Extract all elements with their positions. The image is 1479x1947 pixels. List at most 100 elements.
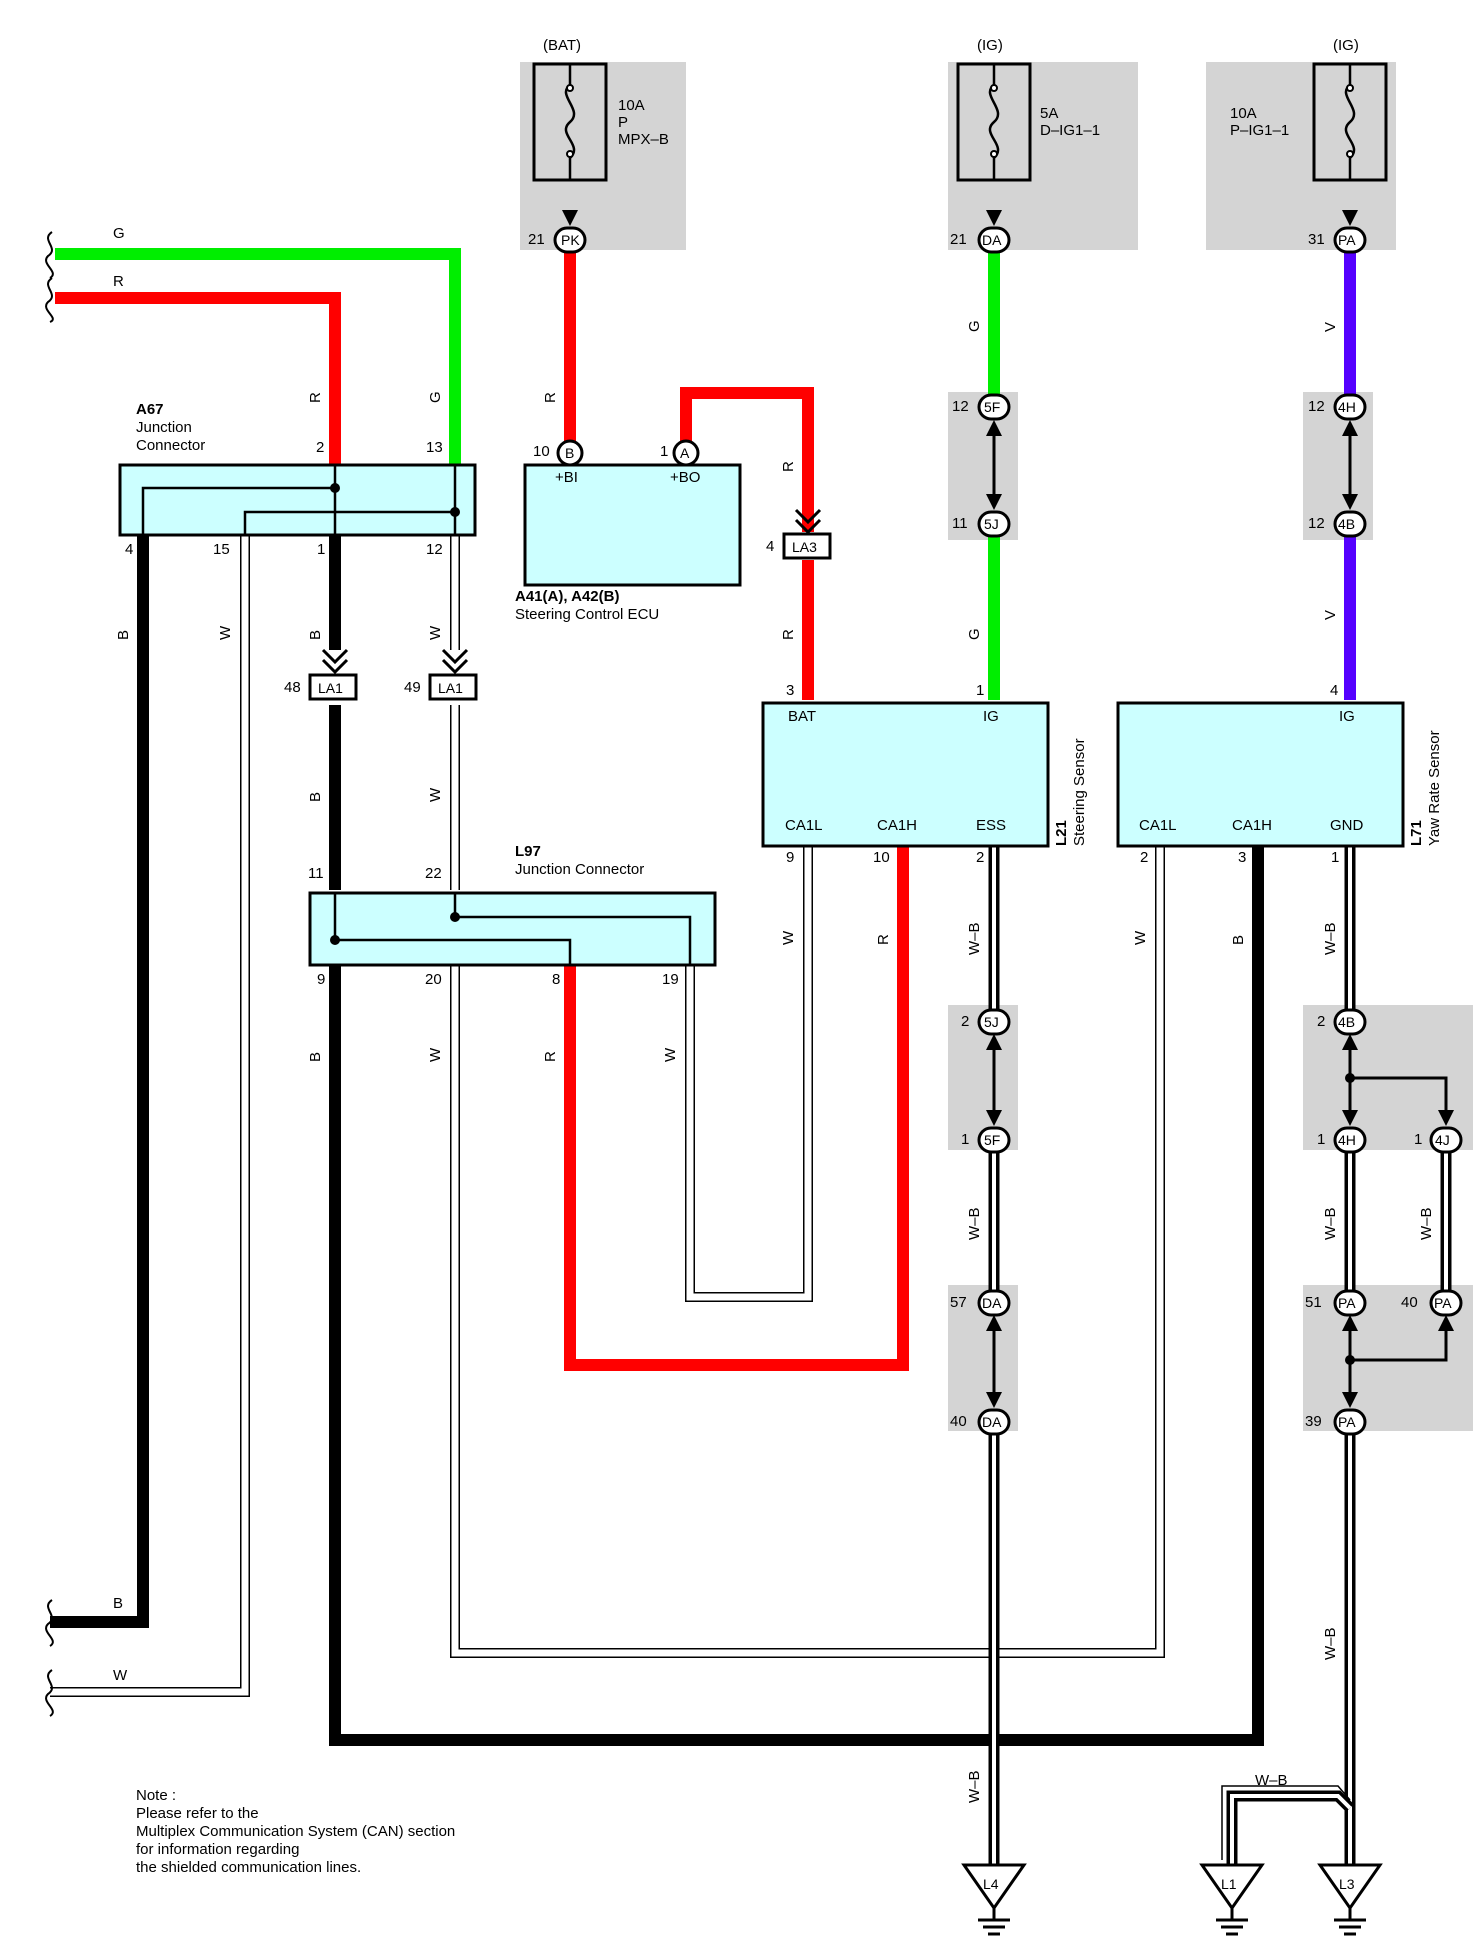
c4b-top-pin: 12: [1308, 515, 1325, 532]
fuse-mpx-amp: 10A: [618, 97, 645, 114]
l71-yaw-rate-sensor: [1116, 701, 1405, 848]
c4h-top-pin: 12: [1308, 398, 1325, 415]
note-line-1: Note :: [136, 1787, 176, 1804]
c4j-conn: 4J: [1435, 1132, 1450, 1148]
c5f-bot-pin: 1: [961, 1131, 969, 1148]
wire-g-left: [55, 248, 461, 465]
l71-term-ca1h: CA1H: [1232, 817, 1272, 834]
wl-wb-6: W–B: [1322, 1627, 1339, 1660]
l71-pin-ca1h: 3: [1238, 849, 1246, 866]
a67-junction-connector: [118, 463, 477, 537]
l21-term-ig: IG: [983, 708, 999, 725]
note-line-3: Multiplex Communication System (CAN) sec…: [136, 1823, 455, 1840]
l71-term-ca1l: CA1L: [1139, 817, 1177, 834]
da-pin: 21: [950, 231, 967, 248]
l21-steering-sensor: [761, 701, 1050, 848]
c5f-top-pin: 12: [952, 398, 969, 415]
l97-pin-11: 11: [308, 865, 324, 882]
l21-pin-ess: 2: [976, 849, 984, 866]
wl-v-2: V: [1322, 610, 1339, 620]
a67-pin-13: 13: [426, 439, 443, 456]
wl-b-5: B: [1230, 935, 1247, 945]
a41-conn-b: B: [565, 445, 574, 461]
wl-g-2: G: [966, 320, 983, 332]
fuse-d-ig1-1: [956, 62, 1032, 182]
l97-pin-20: 20: [425, 971, 442, 988]
wl-w-4: W: [427, 1047, 444, 1062]
wire-wb-set: [988, 845, 1452, 1865]
la3-pin: 4: [766, 538, 774, 555]
wl-w-7: W: [1132, 930, 1149, 945]
l71-code: L71: [1408, 820, 1425, 846]
wl-w-5: W: [662, 1047, 679, 1062]
a41-conn-a: A: [680, 445, 690, 461]
a67-pin-4: 4: [125, 541, 133, 558]
source-bat-label: (BAT): [543, 37, 581, 54]
l97-pin-19: 19: [662, 971, 679, 988]
l97-name: Junction Connector: [515, 861, 644, 878]
fuse-p-ig1-1: [1312, 62, 1388, 182]
c4b-bot-pin: 2: [1317, 1013, 1325, 1030]
l71-pin-ig: 4: [1330, 682, 1338, 699]
wl-b-2: B: [307, 630, 324, 640]
c4b-bot-conn: 4B: [1338, 1014, 1355, 1030]
c57-conn: DA: [982, 1295, 1002, 1311]
c5j-bot-pin: 2: [961, 1013, 969, 1030]
wl-g-1: G: [427, 391, 444, 403]
c57-pin: 57: [950, 1294, 967, 1311]
wire-break-marks: [45, 231, 54, 1717]
ground-l3: L3: [1339, 1876, 1355, 1892]
connector-pills: [553, 226, 1463, 1436]
wl-wb-8: W–B: [1255, 1772, 1288, 1789]
wl-g-3: G: [966, 628, 983, 640]
c4b-top-conn: 4B: [1338, 516, 1355, 532]
wl-r-2: R: [542, 392, 559, 403]
l97-pin-8: 8: [552, 971, 560, 988]
a67-pin-15: 15: [213, 541, 230, 558]
l21-term-ca1h: CA1H: [877, 817, 917, 834]
fuse-dig-name: D–IG1–1: [1040, 122, 1100, 139]
wl-r-6: R: [875, 934, 892, 945]
fuse-pig-name: P–IG1–1: [1230, 122, 1289, 139]
l21-name: Steering Sensor: [1071, 738, 1088, 846]
c5f-bot-conn: 5F: [984, 1132, 1000, 1148]
c51-pin: 51: [1305, 1294, 1322, 1311]
l21-term-ess: ESS: [976, 817, 1006, 834]
fuse-pig-amp: 10A: [1230, 105, 1257, 122]
left-wire-w: W: [113, 1667, 128, 1684]
l21-term-bat: BAT: [788, 708, 816, 725]
l71-term-gnd: GND: [1330, 817, 1364, 834]
wl-wb-3: W–B: [966, 1207, 983, 1240]
a41-code: A41(A), A42(B): [515, 588, 619, 605]
source-ig1-label: (IG): [977, 37, 1003, 54]
la1-pin-48: 48: [284, 679, 301, 696]
wl-r-1: R: [307, 392, 324, 403]
c51-conn: PA: [1338, 1295, 1356, 1311]
source-ig2-label: (IG): [1333, 37, 1359, 54]
a67-code: A67: [136, 401, 164, 418]
l21-code: L21: [1053, 820, 1070, 846]
wl-wb-7: W–B: [966, 1770, 983, 1803]
wl-b-1: B: [115, 630, 132, 640]
c4j-pin: 1: [1414, 1131, 1422, 1148]
c5j-bot-conn: 5J: [984, 1014, 999, 1030]
splice-rects: [308, 532, 832, 701]
l97-pin-9: 9: [317, 971, 325, 988]
ground-symbols: [961, 1863, 1383, 1936]
wl-wb-4: W–B: [1322, 1207, 1339, 1240]
note-line-4: for information regarding: [136, 1841, 299, 1858]
wire-bo-r: [680, 387, 814, 532]
l97-junction-connector: [308, 891, 717, 967]
wire-b-left: [50, 535, 149, 1628]
left-wire-g: G: [113, 225, 125, 242]
a67-name2: Connector: [136, 437, 205, 454]
note-line-2: Please refer to the: [136, 1805, 259, 1822]
a41-pin-10: 10: [533, 443, 550, 460]
a67-pin-2: 2: [316, 439, 324, 456]
ground-l1: L1: [1221, 1876, 1237, 1892]
left-wire-r: R: [113, 273, 124, 290]
a41-term-bo: +BO: [670, 469, 700, 486]
l21-term-ca1l: CA1L: [785, 817, 823, 834]
chevrons: [321, 508, 822, 675]
